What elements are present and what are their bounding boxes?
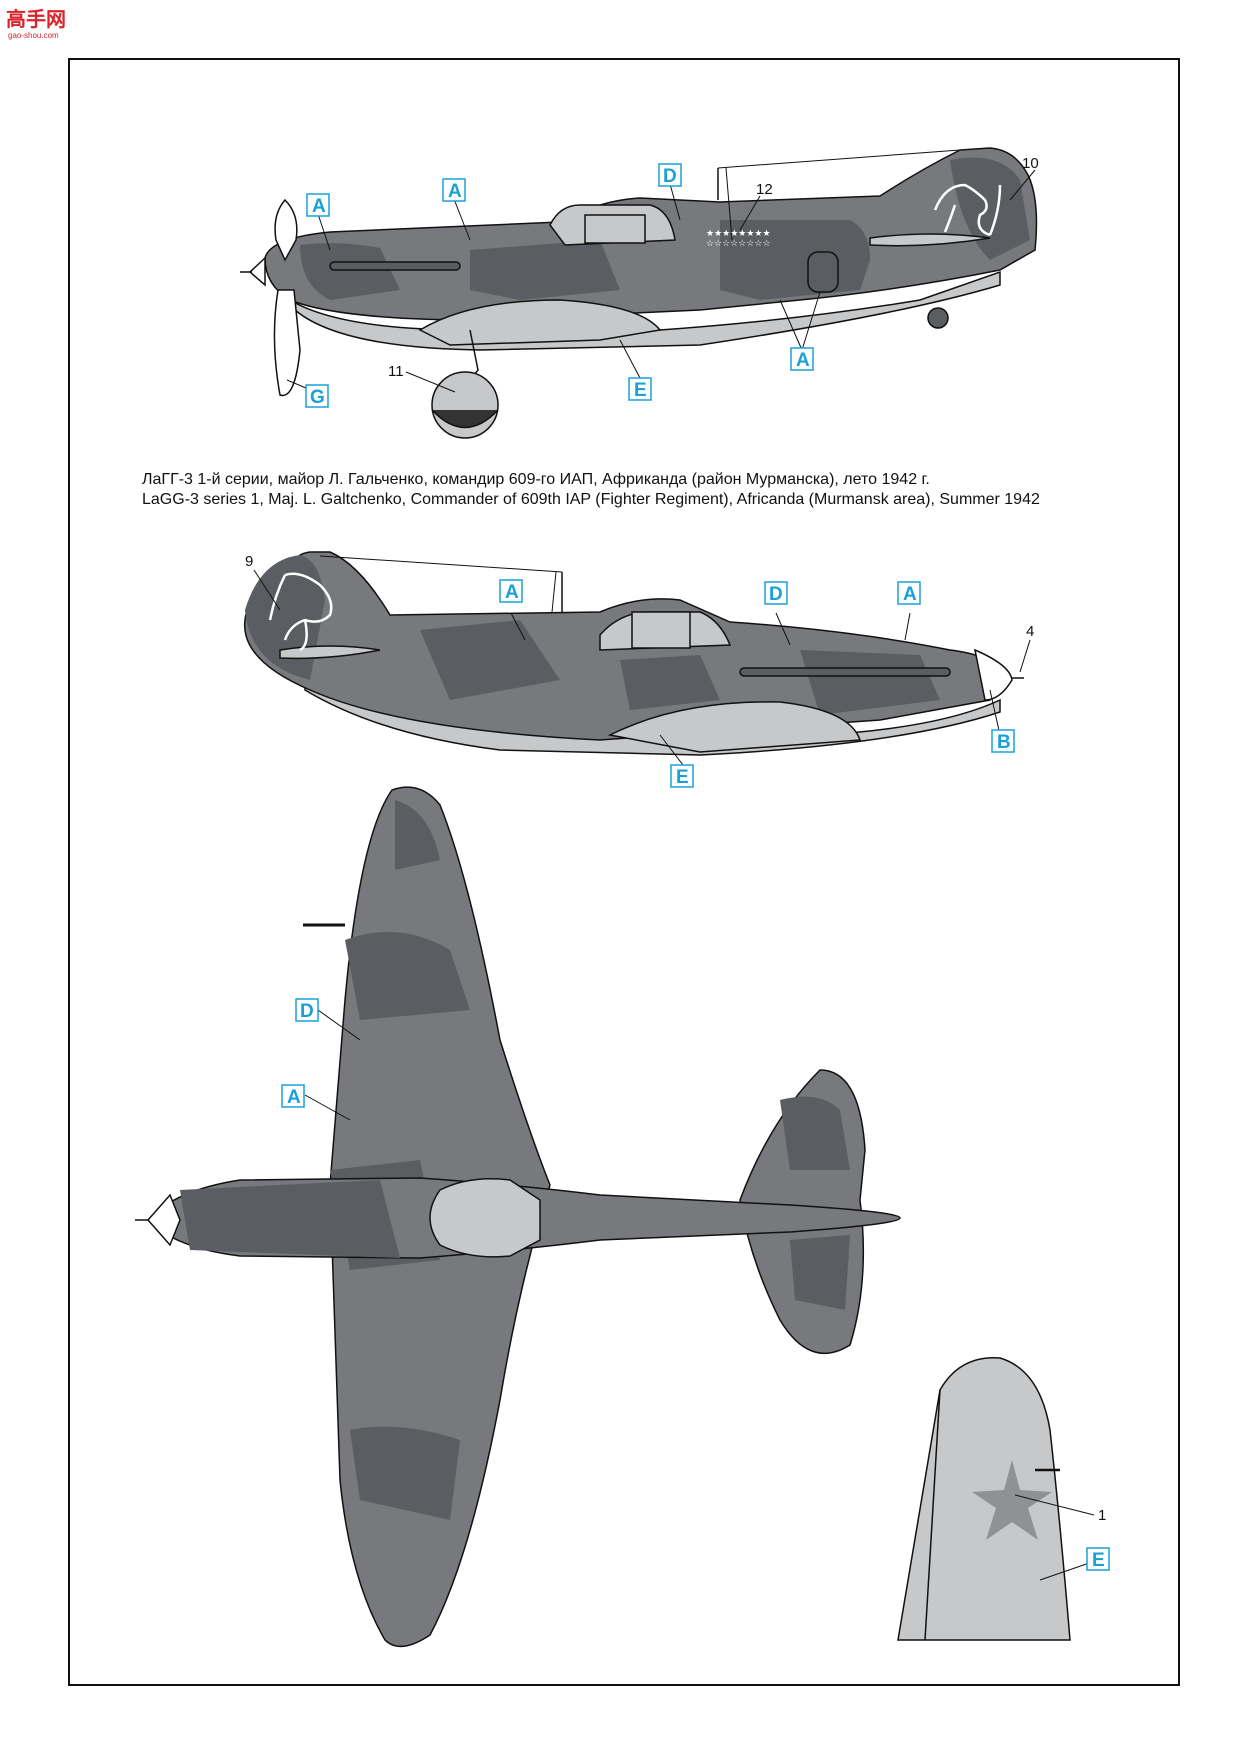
svg-text:B: B — [997, 732, 1011, 753]
svg-text:D: D — [769, 584, 783, 605]
svg-text:A: A — [312, 196, 326, 217]
left-callout-G: G — [305, 384, 329, 408]
right-number-4: 4 — [1026, 623, 1034, 640]
top-callout-A: A — [281, 1084, 305, 1108]
svg-text:★★★★★★★★: ★★★★★★★★ — [706, 228, 771, 238]
top-callout-D: D — [295, 998, 319, 1022]
cat-emblem-right — [268, 572, 333, 652]
svg-text:E: E — [634, 380, 647, 401]
left-callout-A3: A — [790, 347, 814, 371]
svg-text:A: A — [796, 350, 810, 371]
svg-text:E: E — [676, 767, 689, 788]
svg-text:E: E — [1092, 1550, 1105, 1571]
left-callout-A1: A — [306, 193, 330, 217]
left-callout-E: E — [628, 377, 652, 401]
watermark-logo: 高手网 gao-shou.com — [4, 4, 68, 40]
right-number-9: 9 — [245, 553, 253, 570]
right-callout-B: B — [991, 729, 1015, 753]
left-number-11: 11 — [388, 363, 404, 380]
right-callout-D: D — [764, 581, 788, 605]
svg-text:A: A — [903, 584, 917, 605]
wing-number-1: 1 — [1098, 1507, 1106, 1524]
left-callout-leaders — [286, 169, 1036, 393]
top-view — [135, 786, 901, 1648]
svg-text:A: A — [505, 582, 519, 603]
right-callout-E: E — [670, 764, 694, 788]
svg-text:G: G — [310, 387, 325, 408]
top-callout-leaders — [304, 1009, 361, 1121]
watermark-url: gao-shou.com — [8, 31, 59, 40]
left-number-10: 10 — [1022, 155, 1039, 172]
left-number-12: 12 — [756, 181, 773, 198]
left-callout-A2: A — [442, 178, 466, 202]
right-side-view — [243, 551, 1024, 756]
right-callout-A2: A — [897, 581, 921, 605]
right-callout-A1: A — [499, 579, 523, 603]
left-side-view — [240, 147, 1038, 439]
svg-text:A: A — [448, 181, 462, 202]
svg-text:☆☆☆☆☆☆☆☆: ☆☆☆☆☆☆☆☆ — [706, 238, 771, 248]
watermark-name: 高手网 — [6, 7, 66, 31]
cat-emblem-left — [933, 183, 1002, 237]
wing-underside-view — [897, 1357, 1071, 1641]
right-callout-leaders — [253, 569, 1031, 766]
victory-stars-left: ★★★★★★★★ ☆☆☆☆☆☆☆☆ — [706, 228, 771, 248]
wing-callout-E: E — [1086, 1547, 1110, 1571]
left-callout-D: D — [658, 163, 682, 187]
svg-text:D: D — [663, 166, 677, 187]
page-frame — [68, 58, 1180, 1686]
svg-text:A: A — [287, 1087, 301, 1108]
caption-english: LaGG-3 series 1, Maj. L. Galtchenko, Com… — [142, 491, 1040, 508]
svg-text:D: D — [300, 1001, 314, 1022]
caption-russian: ЛаГГ-3 1-й серии, майор Л. Гальченко, ко… — [142, 471, 930, 488]
